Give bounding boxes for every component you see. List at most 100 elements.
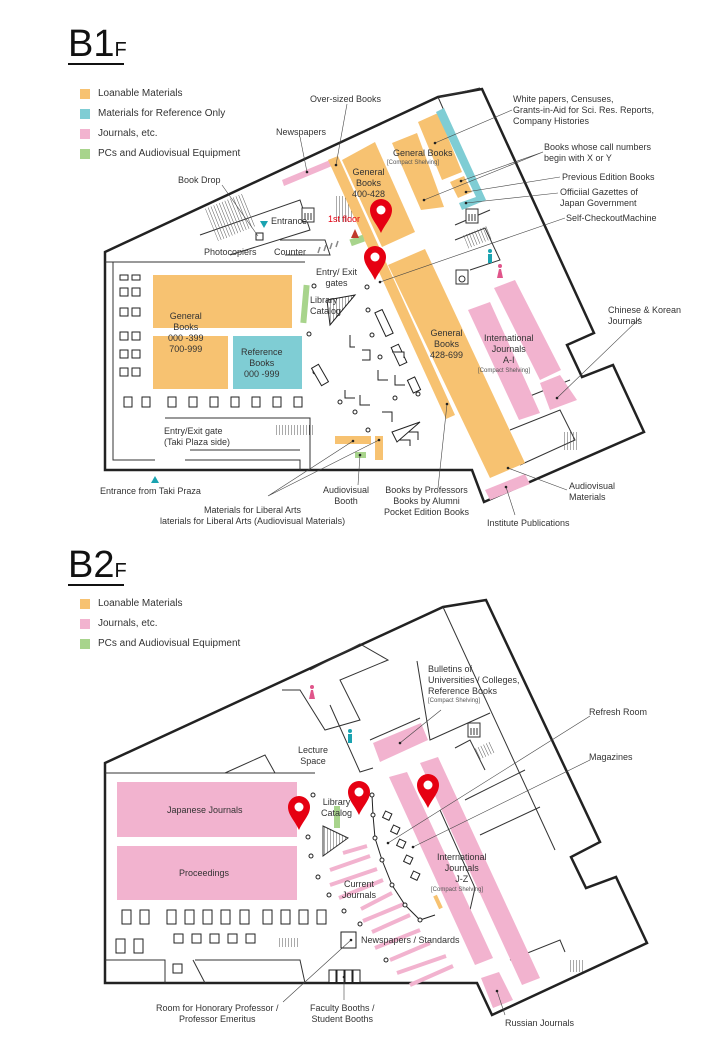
- label-honorary-room: Room for Honorary Professor / Professor …: [156, 1003, 279, 1024]
- b1-general-400-428-area: [342, 142, 415, 247]
- label-japanese-journals: Japanese Journals: [167, 805, 243, 815]
- label-lecture-space: Lecture Space: [298, 745, 329, 766]
- b1-bench: [310, 363, 330, 387]
- b1-reference-strip: [436, 108, 486, 210]
- label-compact-shelving: [Compact Shelving]: [387, 160, 440, 166]
- b2-stairs-4: [322, 825, 349, 857]
- label-library-catalog: Library Catalog: [310, 295, 342, 316]
- label-reference-books: Reference Books 000 -999: [241, 347, 283, 379]
- label-oversized-books: Over-sized Books: [310, 94, 382, 104]
- b1-stairs-3: [463, 225, 493, 249]
- wheelchair-icon: [455, 269, 469, 285]
- b1-floor-title: B1F: [68, 24, 127, 70]
- b2-leader-lines: [282, 709, 591, 1016]
- label-av-booth: Audiovisual Booth: [323, 485, 370, 506]
- label-faculty-booths: Faculty Booths / Student Booths: [310, 1003, 375, 1024]
- taki-entrance-marker-icon: [151, 476, 159, 483]
- b2-loanable-shelf: [433, 894, 443, 910]
- legend-swatch: [80, 639, 90, 649]
- label-book-drop: Book Drop: [178, 175, 221, 185]
- b2-floor-plan: [103, 598, 649, 1017]
- b2-floor-title: B2F: [68, 545, 127, 591]
- b1-pc-near-gate: [349, 234, 365, 247]
- label-previous-edition: Previous Edition Books: [562, 172, 655, 182]
- b1-chinese-korean-area: [540, 375, 577, 410]
- b1-institute-area: [485, 474, 530, 500]
- b2-leader-dots: [342, 741, 499, 993]
- b1-oversized-books-area: [328, 156, 455, 419]
- b1-stairs-taki: [275, 425, 315, 435]
- b2-rope-line: [371, 794, 436, 921]
- legend-label: Materials for Reference Only: [98, 108, 226, 119]
- label-chinese-korean: Chinese & Korean Journals: [608, 305, 682, 326]
- legend-label: Loanable Materials: [98, 598, 183, 609]
- b2-legend-loanable: Loanable Materials: [80, 598, 183, 610]
- legend-swatch: [80, 619, 90, 629]
- label-white-papers: White papers, Censuses, Grants-in-Aid fo…: [513, 94, 655, 126]
- label-russian-journals: Russian Journals: [505, 1018, 575, 1028]
- label-gazettes: Officiial Gazettes of Japan Government: [560, 187, 638, 208]
- b2-library-catalog-pc: [334, 806, 340, 828]
- legend-swatch: [80, 89, 90, 99]
- b1-legend-reference: Materials for Reference Only: [80, 108, 225, 120]
- legend-swatch: [80, 599, 90, 609]
- b2-columns: [305, 792, 423, 963]
- legend-swatch: [80, 149, 90, 159]
- label-entrance[interactable]: Entrance: [271, 216, 308, 226]
- label-taki-gate: Entry/Exit gate (Taki Plaza side): [164, 426, 231, 447]
- b2-japanese-journals-area: [117, 782, 297, 837]
- b2-legend-journals: Journals, etc.: [80, 618, 157, 630]
- label-compact-shelving-2: [Compact Shelving]: [431, 887, 484, 893]
- legend-label: PCs and Audiovisual Equipment: [98, 638, 241, 649]
- b1-leader-lines: [221, 103, 641, 516]
- b1-legend-loanable: Loanable Materials: [80, 88, 183, 100]
- elevator-icon: [301, 207, 315, 223]
- b2-proceedings-area: [117, 846, 297, 900]
- label-liberal-arts: Materials for Liberal Arts laterials for…: [160, 505, 346, 526]
- label-counter: Counter: [274, 247, 307, 257]
- b1-intl-journals-area-2: [494, 280, 561, 380]
- b1-desks: [119, 274, 422, 446]
- label-general-books-compact: General Books: [393, 148, 453, 158]
- label-general-books-400-428: General Books 400-428: [352, 167, 386, 199]
- label-intl-journals-a-i: International Journals A-I: [484, 333, 534, 365]
- b1-floor-plan: [103, 87, 646, 516]
- b2-title-suffix: F: [114, 560, 127, 582]
- b2-stairs-2: [570, 960, 584, 972]
- entry-gate-icon: [317, 240, 339, 254]
- legend-swatch: [80, 129, 90, 139]
- label-photocopiers: Photocopiers: [204, 247, 257, 257]
- male-restroom-icon: [488, 249, 492, 263]
- b1-title-underline: [68, 63, 124, 65]
- legend-label: PCs and Audiovisual Equipment: [98, 148, 241, 159]
- b2-current-journals-shelves: [329, 844, 454, 987]
- b2-legend-pcs: PCs and Audiovisual Equipment: [80, 638, 240, 650]
- legend-label: Journals, etc.: [98, 128, 158, 139]
- label-library-catalog: Library Catalog: [321, 797, 353, 818]
- label-self-checkout: Self-CheckoutMachine: [566, 213, 657, 223]
- b1-legend-journals: Journals, etc.: [80, 128, 157, 140]
- b1-general-428-699-area: [388, 249, 525, 478]
- b1-intl-journals-area-1: [468, 302, 540, 420]
- label-current-journals: Current Journals: [342, 879, 377, 900]
- female-restroom-icon: [309, 685, 315, 699]
- entrance-marker-icon: [260, 221, 268, 228]
- b2-inner-walls: [105, 606, 566, 984]
- label-first-floor[interactable]: 1st floor: [328, 214, 361, 224]
- b1-general-000-399-area: [153, 275, 292, 328]
- label-newspapers: Newspapers: [276, 127, 327, 137]
- elevator-icon: [465, 208, 479, 224]
- b1-reference-books-area: [233, 336, 302, 389]
- label-newspapers-standards: Newspapers / Standards: [361, 935, 460, 945]
- b1-title-text: B1: [68, 23, 115, 65]
- label-av-materials: Audiovisual Materials: [569, 481, 616, 502]
- legend-swatch: [80, 109, 90, 119]
- b1-white-papers-area: [418, 113, 462, 180]
- b2-title-text: B2: [68, 544, 115, 586]
- b1-general-700-999-area: [153, 336, 228, 389]
- label-bulletins: Bulletins of Universities / Colleges, Re…: [428, 664, 520, 696]
- b2-title-underline: [68, 584, 124, 586]
- label-xy-books: Books whose call numbers begin with X or…: [544, 142, 652, 163]
- legend-label: Journals, etc.: [98, 618, 158, 629]
- label-taki-entrance[interactable]: Entrance from Taki Praza: [100, 486, 201, 496]
